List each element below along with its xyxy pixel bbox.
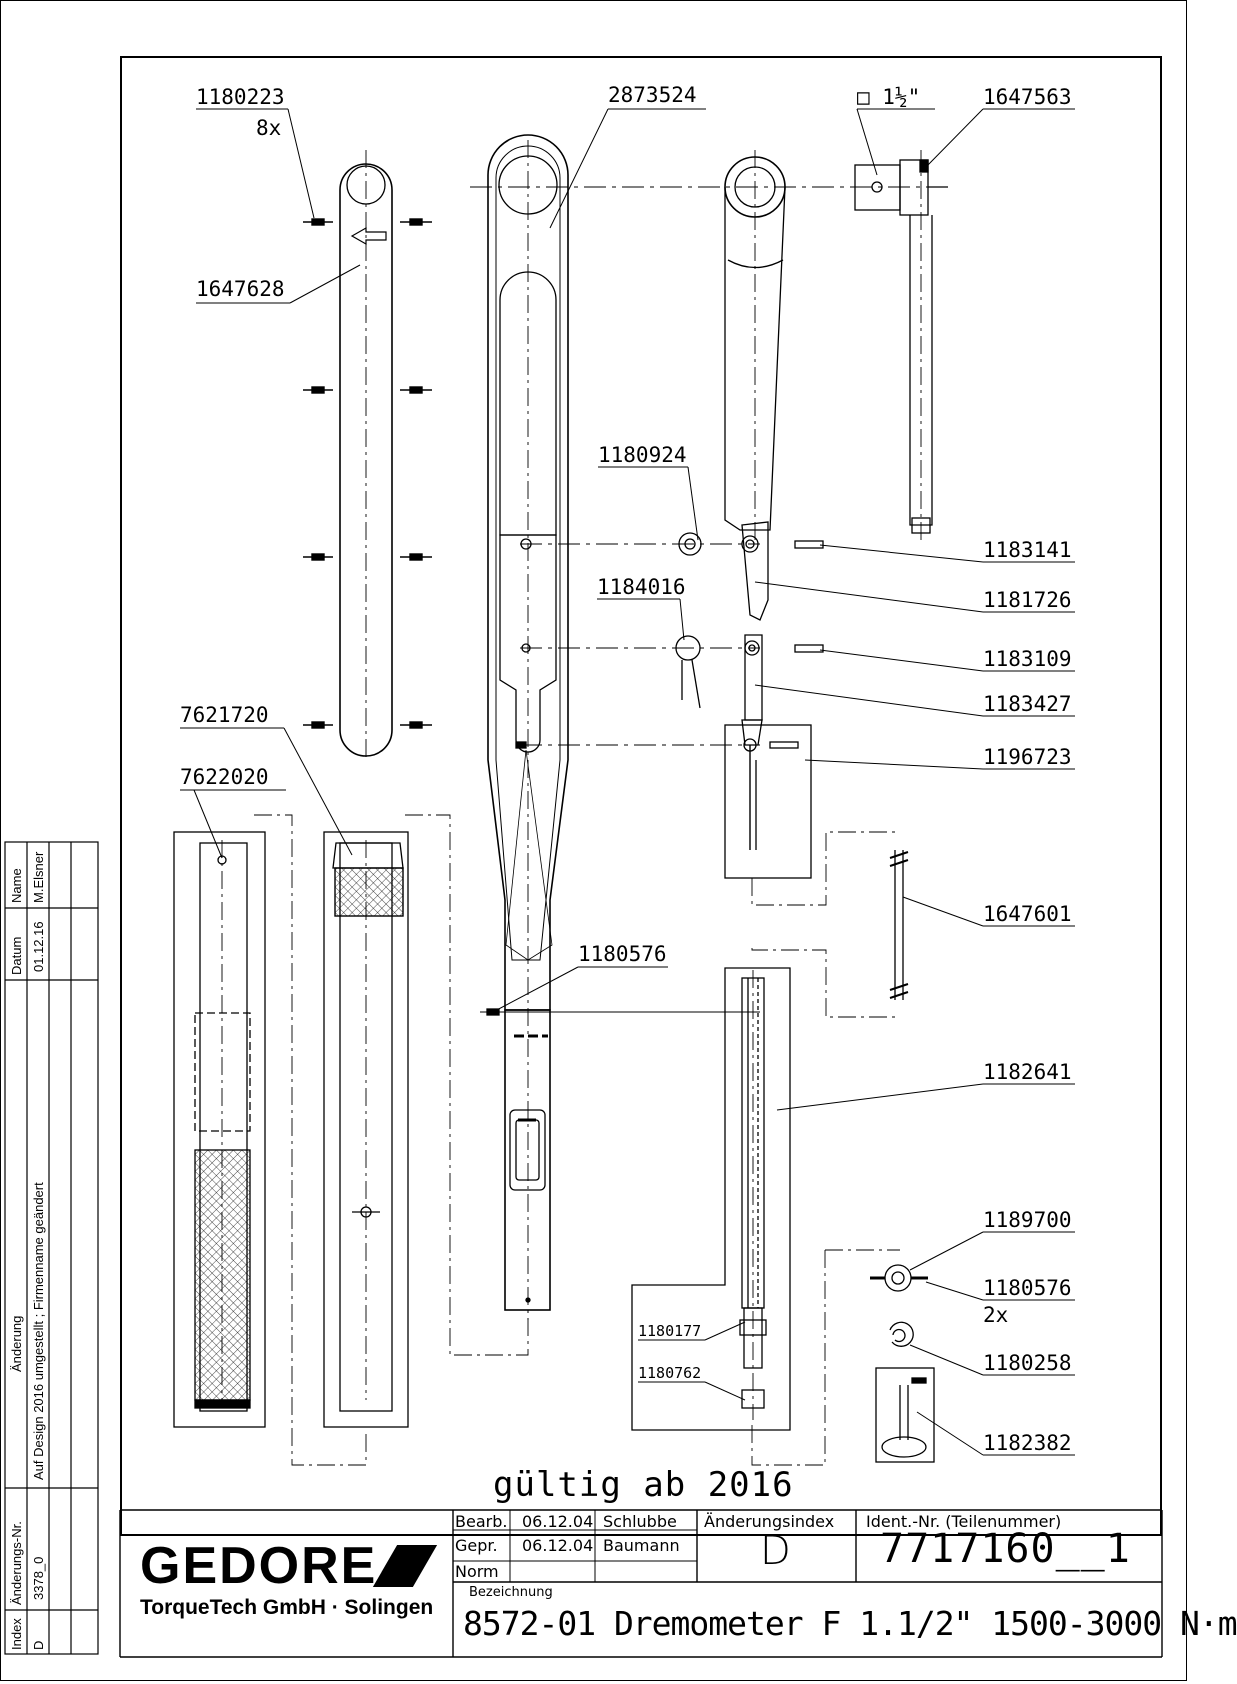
gepr-date: 06.12.04 (522, 1536, 594, 1555)
spring-1184016 (675, 635, 701, 709)
label-square-size: □ 1½" (857, 85, 920, 109)
ident-number: 7717160__1 (880, 1526, 1131, 1572)
gepr-label: Gepr. (455, 1536, 498, 1555)
body-2873524 (487, 134, 569, 1320)
rev-name: M.Elsner (31, 851, 46, 903)
detail-box-1182641 (631, 967, 791, 1431)
label-1189700: 1189700 (983, 1208, 1072, 1232)
sleeve-7621720 (323, 831, 409, 1428)
bearb-date: 06.12.04 (522, 1512, 594, 1531)
change-index-label: Änderungsindex (704, 1512, 835, 1531)
sheet-border (0, 0, 1187, 1681)
handle-1647628 (303, 150, 432, 760)
bearb-label: Bearb. (455, 1512, 508, 1531)
label-1180223: 1180223 (196, 85, 285, 109)
label-1647601: 1647601 (983, 902, 1072, 926)
designation: 8572-01 Dremometer F 1.1/2" 1500-3000 N·… (463, 1604, 1237, 1643)
label-1647628: 1647628 (196, 277, 285, 301)
label-1182382: 1182382 (983, 1431, 1072, 1455)
label-1180177: 1180177 (638, 1322, 701, 1340)
label-1181726: 1181726 (983, 588, 1072, 612)
validity-note: gültig ab 2016 (493, 1465, 794, 1505)
bearb-name: Schlubbe (603, 1512, 677, 1531)
label-1180576-b: 1180576 (983, 1276, 1072, 1300)
label-1180576-b-qty: 2x (983, 1303, 1008, 1327)
gepr-name: Baumann (603, 1536, 680, 1555)
label-1182641: 1182641 (983, 1060, 1072, 1084)
label-1183141: 1183141 (983, 538, 1072, 562)
rev-header-change-no: Änderungs-Nr. (9, 1521, 24, 1605)
ident-label: Ident.-Nr. (Teilenummer) (866, 1512, 1062, 1531)
company-name: GEDORE (140, 1540, 440, 1592)
title-block-grid (119, 1509, 1163, 1658)
label-2873524: 2873524 (608, 83, 697, 107)
norm-label: Norm (455, 1562, 499, 1581)
designation-label: Bezeichnung (469, 1585, 553, 1600)
rev-header-change: Änderung (9, 1315, 24, 1372)
label-1196723: 1196723 (983, 745, 1072, 769)
spring-1647601 (889, 850, 909, 1000)
label-1180924: 1180924 (598, 443, 687, 467)
company-logo: GEDORE TorqueTech GmbH · Solingen (140, 1540, 440, 1620)
head-tube (724, 150, 786, 540)
tube-1182641 (739, 970, 767, 1420)
rev-change-no: 3378_0 (31, 1556, 46, 1600)
label-1180258: 1180258 (983, 1351, 1072, 1375)
label-1180762: 1180762 (638, 1364, 701, 1382)
revision-table-grid (4, 841, 99, 1655)
leader-lines (180, 108, 1075, 1456)
exploded-drawing: 1180223 8x 1647628 2873524 □ 1½" 1647563… (4, 83, 1163, 1658)
rev-change: Auf Design 2016 umgestellt ; Firmenname … (31, 1182, 46, 1480)
rev-header-index: Index (9, 1618, 24, 1650)
lever-mechanism (741, 521, 799, 850)
label-7621720: 7621720 (180, 703, 269, 727)
change-index-value: D (760, 1528, 791, 1574)
scale-tube-7622020 (173, 831, 266, 1428)
label-7622020: 7622020 (180, 765, 269, 789)
drawing-frame (120, 56, 1162, 1536)
label-1183427: 1183427 (983, 692, 1072, 716)
detail-box-1196723 (724, 724, 812, 879)
label-1184016: 1184016 (597, 575, 686, 599)
rev-index: D (31, 1640, 46, 1650)
rev-date: 01.12.16 (31, 921, 46, 972)
ring-1189700 (870, 1264, 928, 1292)
label-1180576-a: 1180576 (578, 942, 667, 966)
clip-1180258 (889, 1321, 914, 1347)
pins-1183141-1183109 (794, 540, 824, 653)
ring-1180924 (678, 532, 702, 556)
logo-mark (373, 1545, 438, 1587)
square-drive-1647563 (854, 150, 948, 540)
rev-header-date: Datum (9, 936, 24, 975)
label-1183109: 1183109 (983, 647, 1072, 671)
label-1647563: 1647563 (983, 85, 1072, 109)
rev-header-name: Name (9, 868, 24, 903)
detail-1182382 (875, 1367, 935, 1463)
company-subtitle: TorqueTech GmbH · Solingen (140, 1596, 434, 1619)
label-1180223-qty: 8x (256, 116, 281, 140)
